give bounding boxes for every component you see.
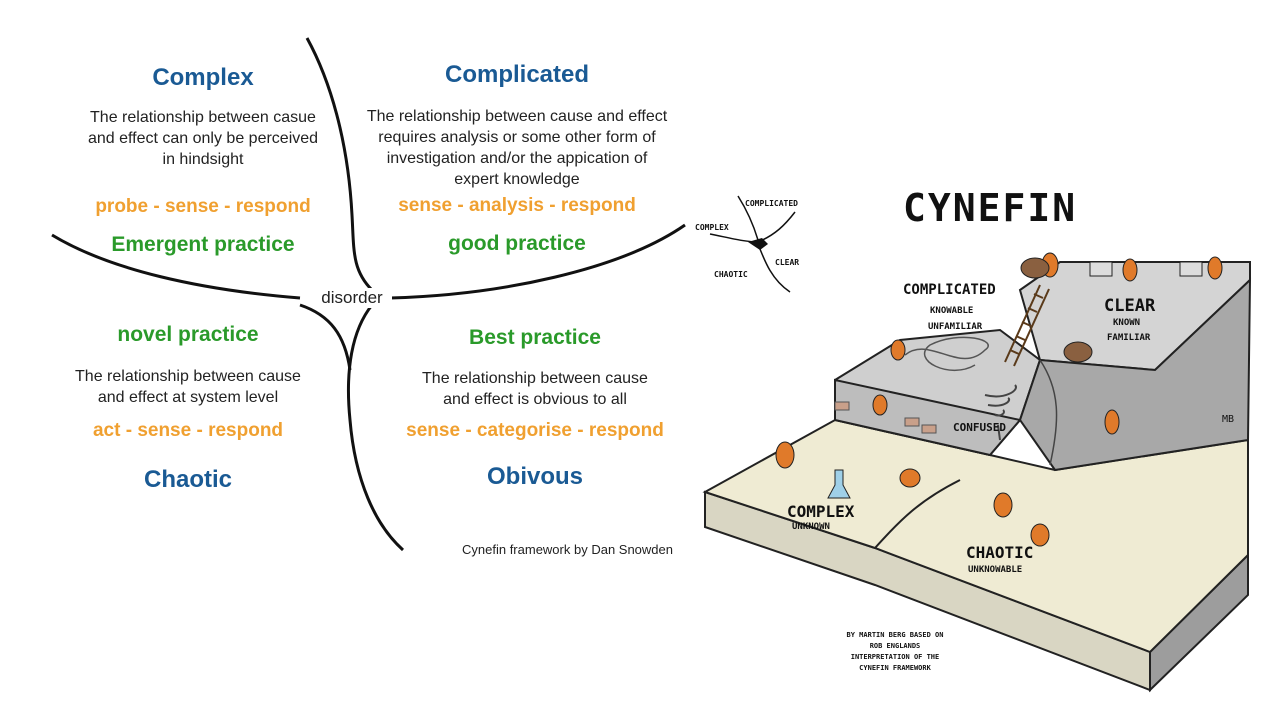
complicated-desc-line: investigation and/or the appication of [386, 150, 648, 167]
complicated-desc-line: requires analysis or some other form of [378, 129, 656, 146]
obvious-desc-line: The relationship between cause [422, 370, 648, 387]
complex-method: probe - sense - respond [95, 196, 311, 217]
complex-domain-sub1: UNKNOWN [792, 522, 830, 532]
complex-title: Complex [152, 64, 254, 91]
obvious-method: sense - categorise - respond [406, 420, 664, 441]
obvious-description: The relationship between cause and effec… [390, 368, 680, 410]
clear-domain-label: CLEAR [1104, 296, 1156, 316]
mini-cynefin-diagram [709, 195, 796, 293]
cynefin-terrain-illustration [702, 252, 1252, 693]
artist-signature: MB [1222, 414, 1235, 425]
complicated-domain-sub1: KNOWABLE [930, 306, 974, 316]
disorder-label: disorder [312, 288, 392, 308]
complicated-method: sense - analysis - respond [398, 195, 636, 216]
illustration-credit-line: BY MARTIN BERG BASED ON [846, 631, 944, 639]
complex-practice: Emergent practice [111, 233, 295, 256]
complex-domain-label: COMPLEX [787, 502, 855, 521]
obvious-practice: Best practice [469, 326, 601, 349]
chaotic-domain-sub1: UNKNOWABLE [968, 565, 1023, 575]
chaotic-domain-label: CHAOTIC [966, 543, 1034, 562]
framework-credit: Cynefin framework by Dan Snowden [462, 542, 673, 557]
illustration-credit-line: CYNEFIN FRAMEWORK [859, 664, 931, 672]
complicated-domain-label: COMPLICATED [903, 282, 996, 298]
confused-domain-label: CONFUSED [953, 421, 1006, 434]
chaotic-description: The relationship between cause and effec… [50, 366, 326, 408]
complicated-practice: good practice [448, 232, 586, 255]
complex-desc-line: The relationship between casue [90, 109, 316, 126]
cynefin-title: CYNEFIN [903, 186, 1078, 230]
chaotic-method: act - sense - respond [92, 420, 284, 441]
mini-chaotic-label: CHAOTIC [714, 270, 748, 279]
illustration-credit-line: INTERPRETATION OF THE [850, 653, 940, 661]
obvious-desc-line: and effect is obvious to all [443, 391, 627, 408]
complicated-desc-line: expert knowledge [454, 171, 580, 188]
chaotic-title: Chaotic [143, 466, 232, 493]
complicated-description: The relationship between cause and effec… [350, 106, 684, 190]
chaotic-practice: novel practice [117, 323, 259, 346]
clear-domain-sub2: FAMILIAR [1107, 333, 1151, 343]
chaotic-desc-line: and effect at system level [97, 389, 279, 406]
obvious-title: Obivous [486, 463, 583, 490]
mini-complicated-label: COMPLICATED [745, 199, 798, 208]
mini-complex-label: COMPLEX [695, 223, 729, 232]
illustration-credit-line: ROB ENGLANDS [869, 642, 921, 650]
complex-desc-line: in hindsight [162, 151, 244, 168]
complicated-desc-line: The relationship between cause and effec… [366, 108, 668, 125]
illustration-credit: BY MARTIN BERG BASED ON ROB ENGLANDS INT… [830, 630, 960, 674]
clear-domain-sub1: KNOWN [1113, 318, 1141, 328]
complicated-domain-sub2: UNFAMILIAR [928, 322, 983, 332]
complicated-title: Complicated [444, 61, 590, 88]
chaotic-desc-line: The relationship between cause [75, 368, 301, 385]
complex-description: The relationship between casue and effec… [60, 107, 346, 170]
mini-clear-label: CLEAR [775, 258, 800, 267]
complex-desc-line: and effect can only be perceived [87, 130, 319, 147]
